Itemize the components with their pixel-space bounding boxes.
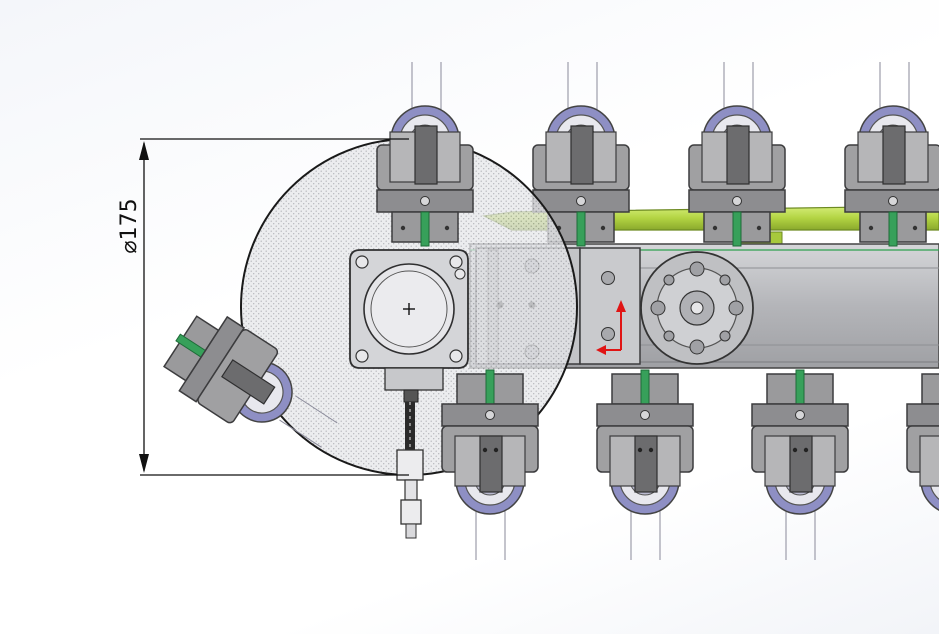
upper-carrier-row [532,61,939,247]
diameter-label: ⌀175 [117,198,142,253]
diameter-dimension: ⌀175 [117,138,409,476]
lower-carrier-row [596,369,939,561]
carrier-lower [596,369,694,561]
crosshair-icon [403,303,415,315]
coordinate-axes-icon [596,300,626,355]
carrier-upper [376,61,474,247]
carrier-lower [751,369,849,561]
carrier-lower [441,369,539,561]
carrier-upper [688,61,786,247]
diameter-symbol: ⌀ [117,240,142,253]
diameter-value: 175 [117,198,142,240]
carrier-angled [163,315,338,448]
drive-flange [640,251,754,365]
carrier-lower [906,369,939,561]
stepper-motor [349,249,469,539]
